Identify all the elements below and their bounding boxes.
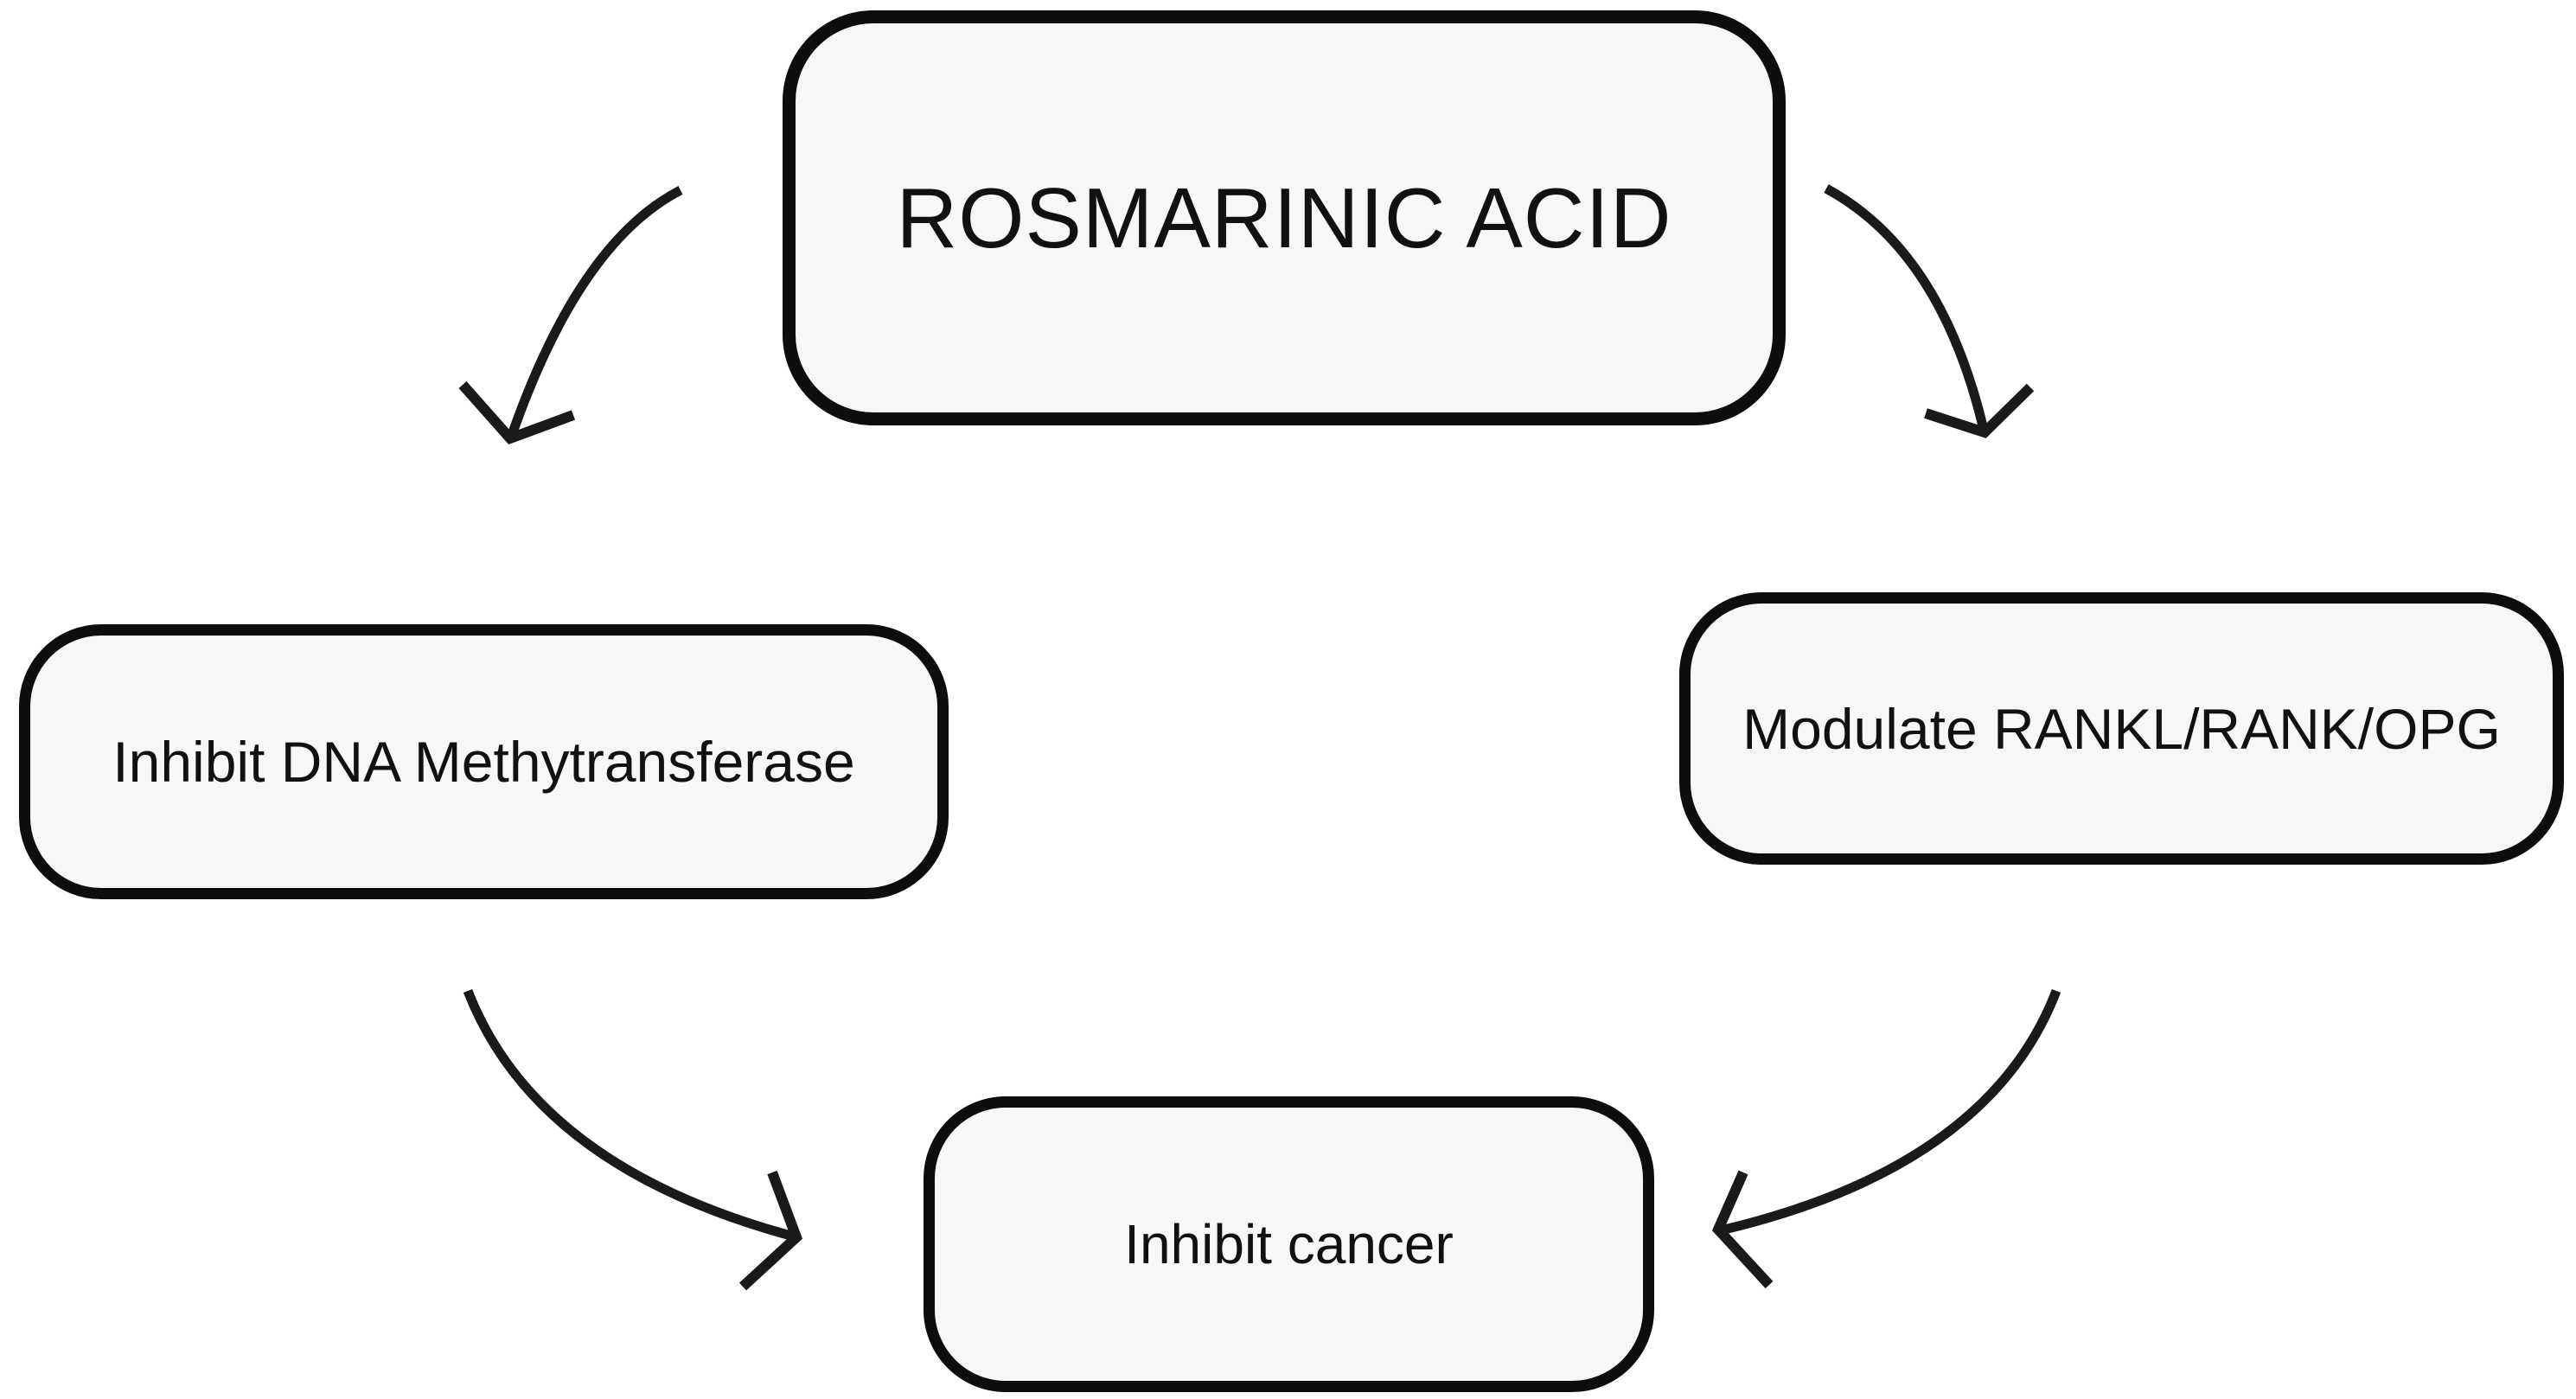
node-label: Inhibit cancer xyxy=(1124,1213,1454,1275)
node-modulate-rankl-rank-opg: Modulate RANKL/RANK/OPG xyxy=(1679,592,2564,865)
node-label: Modulate RANKL/RANK/OPG xyxy=(1742,696,2501,761)
arrow-inhibit-dna-to-inhibit-cancer xyxy=(463,989,803,1291)
node-inhibit-cancer: Inhibit cancer xyxy=(924,1096,1654,1392)
arrow-modulate-rankl-to-inhibit-cancer xyxy=(1711,989,2061,1289)
node-rosmarinic-acid: ROSMARINIC ACID xyxy=(783,10,1786,425)
node-label: Inhibit DNA Methytransferase xyxy=(112,730,855,794)
node-inhibit-dna-methytransferase: Inhibit DNA Methytransferase xyxy=(19,624,949,899)
node-label: ROSMARINIC ACID xyxy=(896,169,1672,265)
arrow-rosmarinic-to-inhibit-dna xyxy=(458,186,683,445)
arrow-rosmarinic-to-modulate-rankl xyxy=(1824,184,2035,438)
